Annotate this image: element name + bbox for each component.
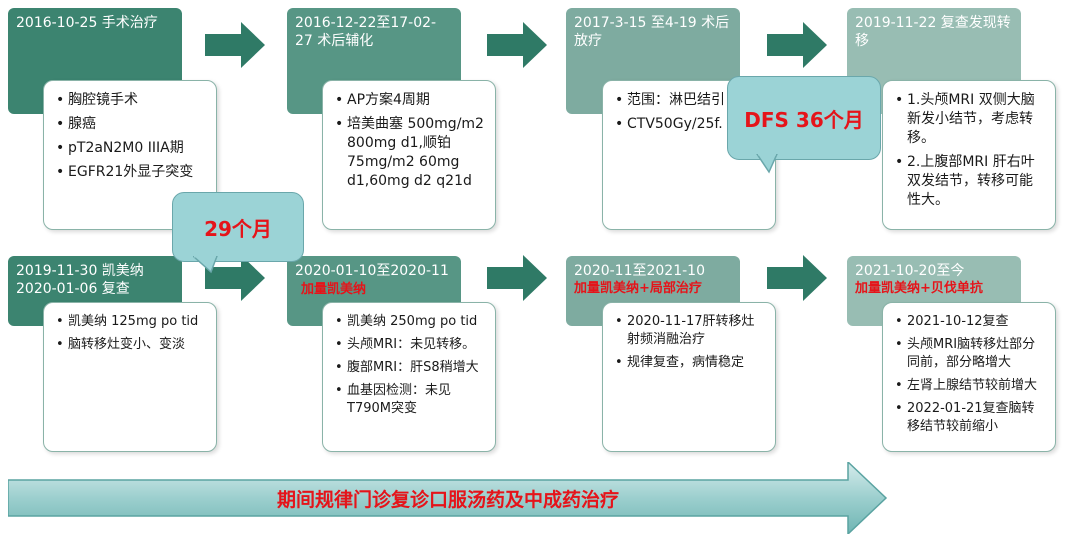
step-header-text: 2020-01-10至2020-11 (295, 263, 449, 279)
step-card-surgery: 胸腔镜手术 腺癌 pT2aN2M0 IIIA期 EGFR21外显子突变 (43, 80, 217, 230)
list-item: 腺癌 (56, 115, 206, 134)
step-header-text: 2017-3-15 至4-19 术后放疗 (574, 15, 730, 49)
timeline-arrow-shape (8, 462, 888, 534)
list-item: 胸腔镜手术 (56, 91, 206, 110)
step-highlight-text: 加量凯美纳+贝伐单抗 (855, 281, 983, 296)
list-item: 凯美纳 250mg po tid (335, 313, 485, 331)
timeline-label: 期间规律门诊复诊口服汤药及中成药治疗 (276, 488, 619, 511)
list-item: 范围：淋巴结引 (615, 91, 765, 110)
months-callout-text: 29个月 (204, 216, 272, 241)
months-callout: 29个月 (172, 192, 304, 262)
callout-pointer (756, 154, 778, 174)
list-item: 2020-11-17肝转移灶射频消融治疗 (615, 313, 765, 349)
list-item: 腹部MRI：肝S8稍增大 (335, 359, 485, 377)
step-card-local-therapy: 2020-11-17肝转移灶射频消融治疗 规律复查，病情稳定 (602, 302, 776, 452)
step-card-dose-increase: 凯美纳 250mg po tid 头颅MRI：未见转移。 腹部MRI：肝S8稍增… (322, 302, 496, 452)
list-item: pT2aN2M0 IIIA期 (56, 139, 206, 158)
list-item: 2021-10-12复查 (895, 313, 1045, 331)
list-item: 脑转移灶变小、变淡 (56, 336, 206, 354)
step-header-text: 2016-12-22至17-02-27 术后辅化 (295, 15, 437, 49)
step-highlight-text: 加量凯美纳+局部治疗 (574, 281, 702, 296)
timeline-arrow: 期间规律门诊复诊口服汤药及中成药治疗 (8, 462, 888, 534)
list-item: 凯美纳 125mg po tid (56, 313, 206, 331)
list-item: 1.头颅MRI 双侧大脑新发小结节，考虑转移。 (895, 91, 1045, 148)
list-item: CTV50Gy/25f. (615, 115, 765, 134)
step-card-adjuvant-chemo: AP方案4周期 培美曲塞 500mg/m2 800mg d1,顺铂 75mg/m… (322, 80, 496, 230)
list-item: 左肾上腺结节较前增大 (895, 377, 1045, 395)
list-item: 2.上腹部MRI 肝右叶双发结节，转移可能性大。 (895, 153, 1045, 210)
step-header-text: 2021-10-20至今 (855, 263, 965, 279)
step-header-text: 2019-11-30 凯美纳 2020-01-06 复查 (16, 263, 144, 297)
step-header-text: 2019-11-22 复查发现转移 (855, 15, 1011, 49)
step-header-text: 2020-11至2021-10 (574, 263, 705, 279)
list-item: AP方案4周期 (335, 91, 485, 110)
dfs-callout-text: DFS 36个月 (744, 107, 864, 132)
dfs-callout: DFS 36个月 (727, 76, 881, 160)
step-card-metastasis: 1.头颅MRI 双侧大脑新发小结节，考虑转移。 2.上腹部MRI 肝右叶双发结节… (882, 80, 1056, 230)
list-item: 培美曲塞 500mg/m2 800mg d1,顺铂 75mg/m2 60mg d… (335, 115, 485, 191)
step-header-text: 2016-10-25 手术治疗 (16, 15, 158, 31)
list-item: 血基因检测：未见T790M突变 (335, 382, 485, 418)
list-item: 规律复查，病情稳定 (615, 354, 765, 372)
list-item: 2022-01-21复查脑转移结节较前缩小 (895, 400, 1045, 436)
list-item: EGFR21外显子突变 (56, 163, 206, 182)
callout-pointer (193, 256, 218, 274)
list-item: 头颅MRI脑转移灶部分同前，部分略增大 (895, 336, 1045, 372)
list-item: 头颅MRI：未见转移。 (335, 336, 485, 354)
step-card-bevacizumab: 2021-10-12复查 头颅MRI脑转移灶部分同前，部分略增大 左肾上腺结节较… (882, 302, 1056, 452)
step-card-keminer: 凯美纳 125mg po tid 脑转移灶变小、变淡 (43, 302, 217, 452)
step-highlight-text: 加量凯美纳 (301, 282, 367, 297)
